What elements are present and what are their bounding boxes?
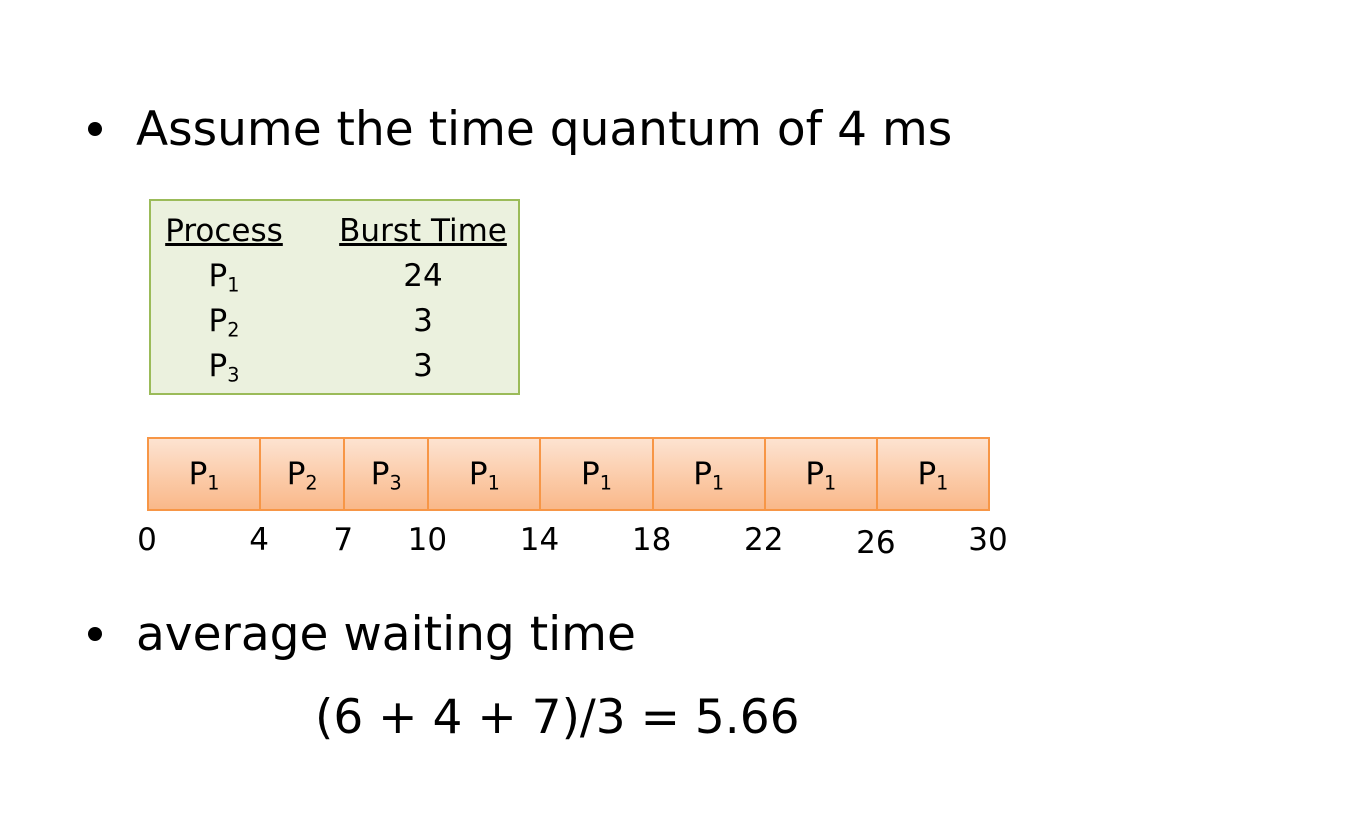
gantt-tick-label: 7 [333,522,354,558]
header-process: Process [165,213,283,249]
bullet-avg-waiting-text: average waiting time [136,607,636,662]
gantt-tick-label: 30 [968,522,1008,558]
gantt-segment: P1 [763,437,878,511]
gantt-segment-subscript: 1 [207,471,220,495]
gantt-segment-label: P3 [370,456,402,495]
gantt-segment: P3 [343,437,430,511]
gantt-segment-subscript: 2 [305,471,318,495]
gantt-tick-label: 10 [407,522,448,558]
gantt-segment-label: P1 [468,456,500,495]
gantt-chart: P1 P2 P3 P1 P1 P1 P1 P1 [147,437,990,511]
gantt-segment: P1 [651,437,766,511]
row-burst: 3 [413,348,433,384]
gantt-segment-subscript: 1 [711,471,725,495]
gantt-segment-subscript: 3 [389,471,402,495]
process-table: Process Burst Time P1 24 P2 3 P3 3 [149,199,520,395]
gantt-tick-label: 22 [743,522,784,558]
gantt-segment-subscript: 1 [487,471,500,495]
gantt-tick-label: 0 [137,522,157,558]
gantt-segment-label: P1 [805,456,837,495]
row-process-name: P3 [208,348,240,387]
gantt-tick-label: 14 [519,522,560,558]
gantt-segment-label: P2 [286,456,318,495]
gantt-tick-label: 18 [631,522,672,558]
gantt-segment-subscript: 1 [599,471,612,495]
row-process-name: P2 [208,303,240,342]
gantt-segment-subscript: 1 [824,471,837,495]
bullet-dot-icon [88,626,102,641]
gantt-segment-subscript: 1 [936,471,949,495]
gantt-segment: P2 [259,437,346,511]
gantt-segment-label: P1 [693,456,725,495]
gantt-segment-label: P1 [917,456,949,495]
row-burst: 24 [403,258,443,294]
gantt-segment-label: P1 [581,456,612,495]
row-burst: 3 [413,303,433,339]
gantt-segment: P1 [147,437,262,511]
gantt-segment: P1 [539,437,654,511]
bullet-quantum: Assume the time quantum of 4 ms [88,106,952,153]
gantt-tick-label: 4 [249,522,269,558]
gantt-segment-label: P1 [188,456,220,495]
gantt-tick-label: 26 [856,525,896,561]
bullet-avg-waiting: average waiting time [88,611,636,658]
bullet-dot-icon [88,121,102,136]
avg-waiting-formula: (6 + 4 + 7)/3 = 5.66 [315,690,800,745]
bullet-quantum-text: Assume the time quantum of 4 ms [136,102,953,157]
gantt-segment: P1 [427,437,542,511]
header-burst-time: Burst Time [339,213,507,249]
row-process-name: P1 [208,258,240,297]
gantt-segment: P1 [875,437,990,511]
